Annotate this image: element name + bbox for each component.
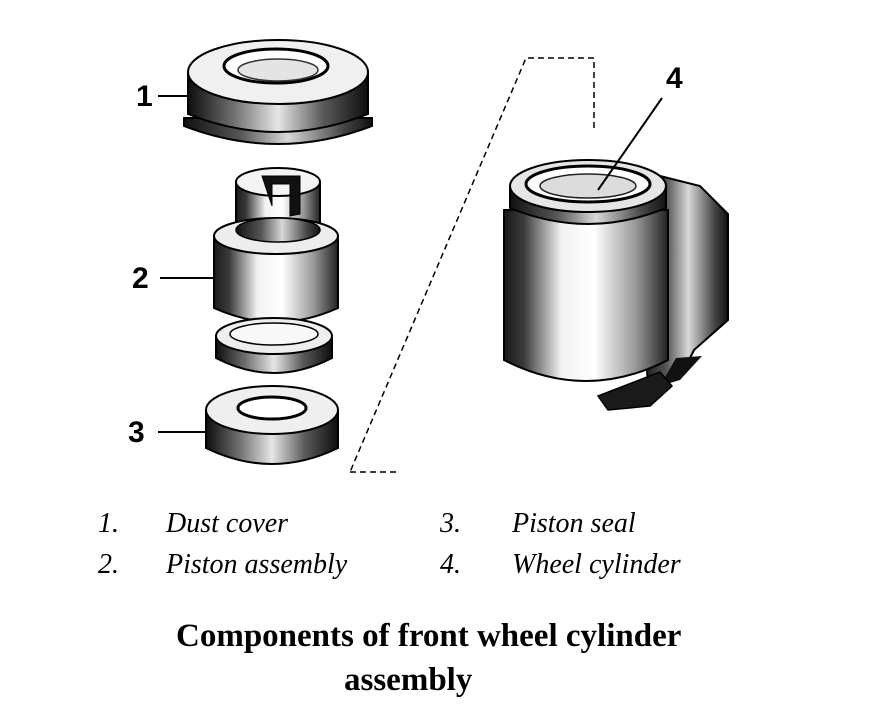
callout-leader-lines xyxy=(158,95,214,433)
legend-num-2: 2. xyxy=(98,549,119,580)
wheel-cylinder-part xyxy=(503,159,729,411)
legend-text-2: Piston assembly xyxy=(166,549,348,580)
callout-1: 1 xyxy=(136,80,153,113)
dust-cover-part xyxy=(183,39,373,145)
piston-assembly-part xyxy=(213,167,339,374)
caption-line-1: Components of front wheel cylinder xyxy=(176,618,682,654)
callout-4-leader xyxy=(597,97,663,191)
legend-num-4: 4. xyxy=(440,549,461,580)
callout-4: 4 xyxy=(666,62,683,95)
legend-text-3: Piston seal xyxy=(512,508,636,539)
callout-2: 2 xyxy=(132,262,149,295)
projection-lines xyxy=(349,57,595,473)
legend-text-1: Dust cover xyxy=(166,508,289,539)
legend-num-1: 1. xyxy=(98,508,119,539)
legend-text-4: Wheel cylinder xyxy=(512,549,681,580)
piston-seal-part xyxy=(205,385,339,465)
callout-3: 3 xyxy=(128,416,145,449)
caption-line-2: assembly xyxy=(344,662,473,698)
legend-num-3: 3. xyxy=(440,508,461,539)
